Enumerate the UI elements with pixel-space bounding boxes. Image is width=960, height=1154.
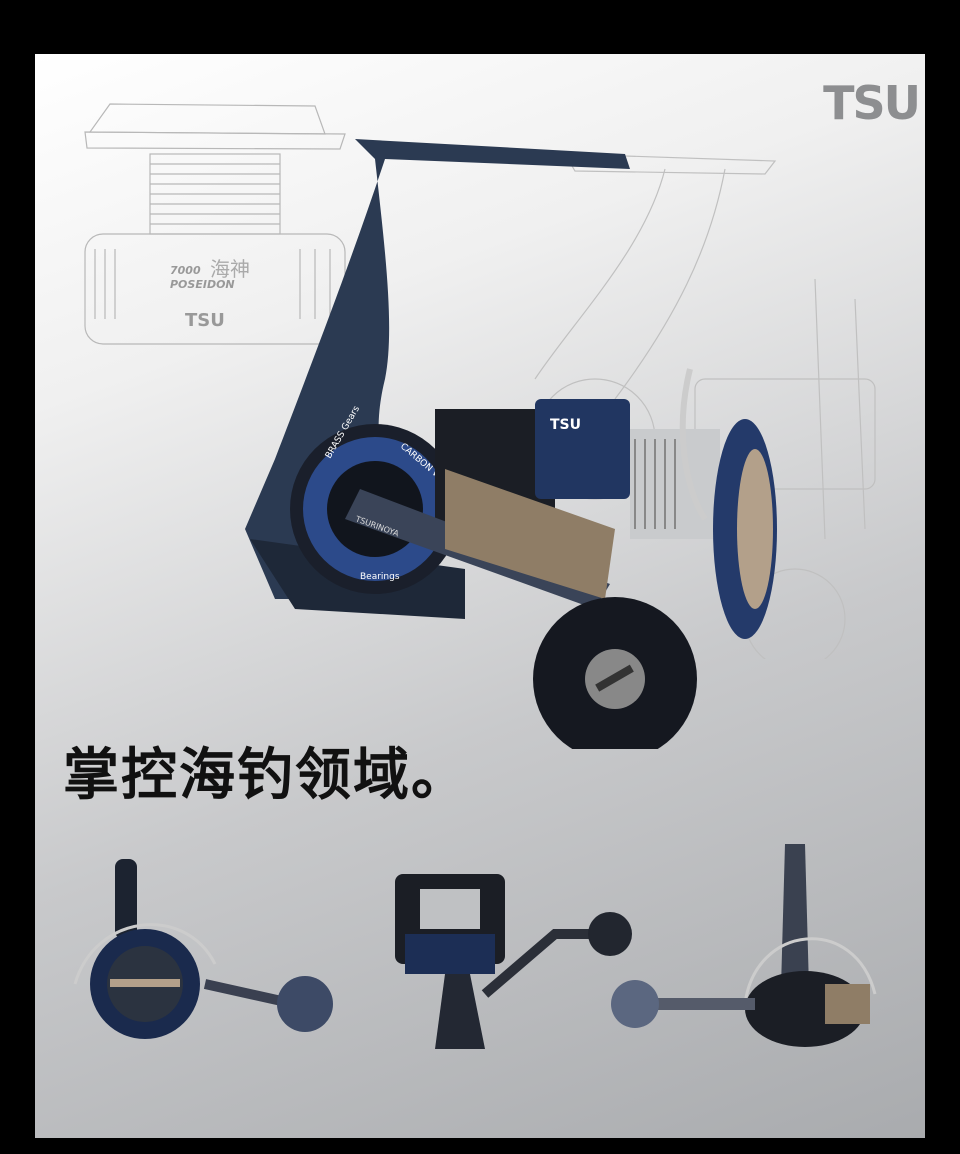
brand-logo: TSU	[823, 76, 921, 130]
reel-back-view	[611, 844, 877, 1047]
main-reel-image: BRASS Gears CARBON Washers Bearings TSU …	[245, 139, 777, 749]
spool-chinese-name: 海神	[210, 257, 250, 281]
headline: 掌控海钓领域。	[63, 742, 469, 808]
reel-side-view	[395, 874, 632, 1049]
spool-sketch: 7000 POSEIDON 海神 TSU	[84, 103, 346, 345]
product-panel: TSU 7000 POSEIDON 海神 TSU B	[35, 54, 925, 1138]
spool-brand-logo: TSU	[550, 417, 581, 433]
label-bearings: Bearings	[360, 572, 400, 582]
spool-model: 7000	[170, 264, 201, 277]
reel-front-view	[73, 859, 333, 1039]
spool-logo: TSU	[185, 310, 225, 331]
spool-name: POSEIDON	[170, 278, 235, 291]
